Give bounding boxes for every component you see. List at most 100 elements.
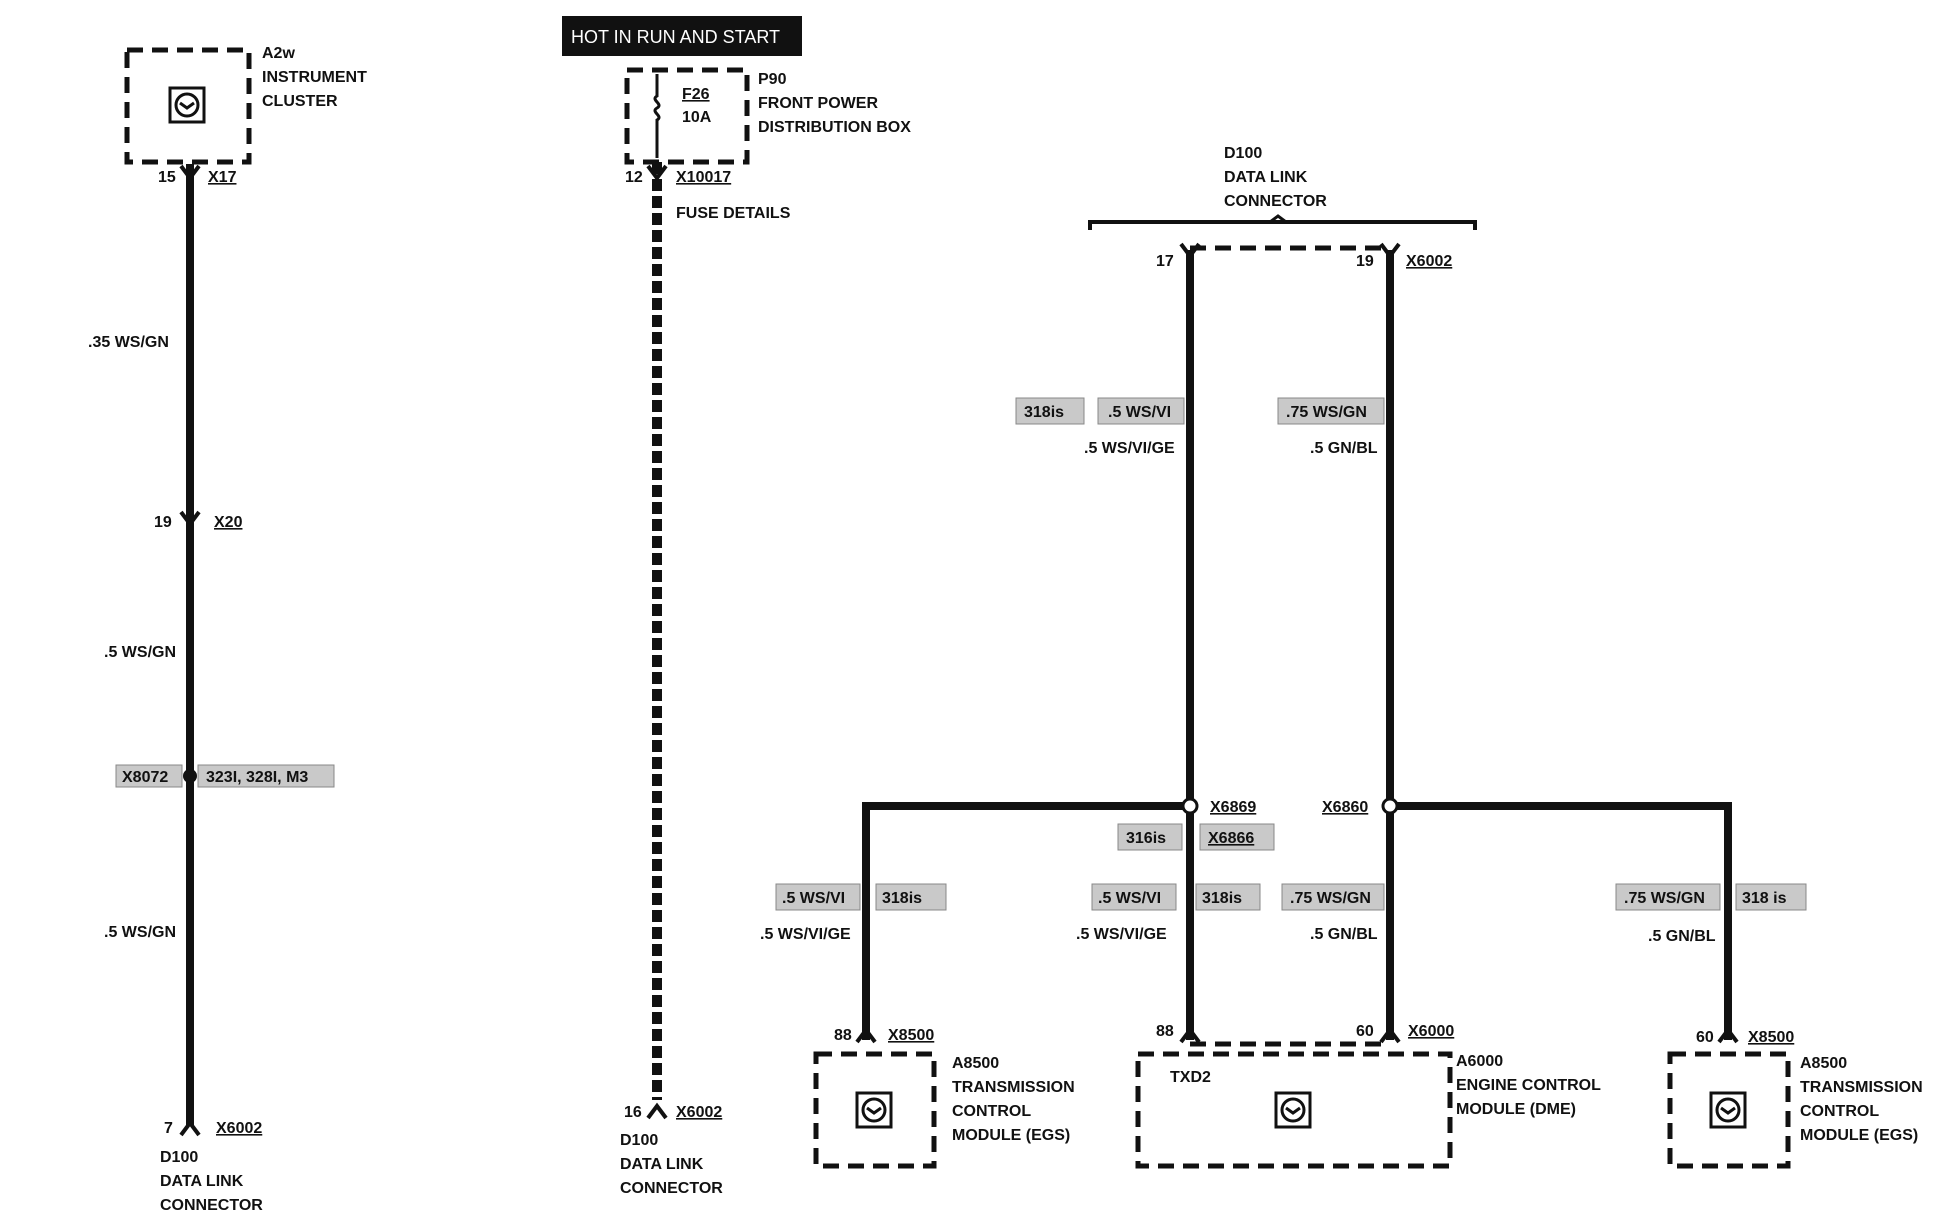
x6000-name: X6000 <box>1408 1023 1454 1040</box>
d17-variant: 318is <box>1024 404 1064 421</box>
a8500-left-line3: MODULE (EGS) <box>952 1127 1070 1144</box>
x6002-mid-name: X6002 <box>676 1104 722 1121</box>
pin-x6000-b-marker <box>1379 1026 1401 1044</box>
wire-label-left-2: .5 WS/GN <box>104 644 176 661</box>
tcm-right-component: A8500 TRANSMISSION CONTROL MODULE (EGS) <box>1667 1051 1923 1169</box>
ecm-pin-label: TXD2 <box>1170 1069 1211 1086</box>
x10017-name: X10017 <box>676 169 731 186</box>
hot-in-run-and-start-header: HOT IN RUN AND START <box>562 16 802 56</box>
d100-left-line2: CONNECTOR <box>160 1197 263 1214</box>
a8500-left-line1: TRANSMISSION <box>952 1079 1075 1096</box>
module-icon <box>168 86 206 124</box>
tcm-l-alt: .5 WS/VI <box>782 890 845 907</box>
tcm-r-main: .5 GN/BL <box>1648 928 1716 945</box>
a8500-right-line2: CONTROL <box>1800 1103 1879 1120</box>
d100-left-id: D100 <box>160 1149 198 1166</box>
ecm-component: TXD2 A6000 ENGINE CONTROL MODULE (DME) <box>1135 1041 1601 1169</box>
tcm-l-main: .5 WS/VI/GE <box>760 926 851 943</box>
d17-alt: .5 WS/VI <box>1108 404 1171 421</box>
x20-pin: 19 <box>154 514 172 531</box>
x17-name: X17 <box>208 169 237 186</box>
x6866-highlight <box>1199 823 1275 851</box>
d100-mid-line1: DATA LINK <box>620 1156 704 1173</box>
x6860-splice <box>1381 797 1399 815</box>
module-icon <box>1274 1091 1312 1129</box>
d100-top-bracket <box>1088 220 1477 230</box>
d17-main: .5 WS/VI/GE <box>1084 440 1175 457</box>
x8500-left-pin: 88 <box>834 1027 852 1044</box>
front-power-distribution-box: F26 10A P90 FRONT POWER DISTRIBUTION BOX <box>624 67 911 165</box>
module-icon <box>1709 1091 1747 1129</box>
x8500-right-name: X8500 <box>1748 1029 1794 1046</box>
d100-top-id: D100 <box>1224 145 1262 162</box>
module-icon <box>855 1091 893 1129</box>
x17-pin: 15 <box>158 169 176 186</box>
x10017-pin: 12 <box>625 169 643 186</box>
ecm-a-alt-highlight <box>1091 883 1177 911</box>
d100-left-line1: DATA LINK <box>160 1173 244 1190</box>
a6000-line2: MODULE (DME) <box>1456 1101 1576 1118</box>
x6002-left-pin: 7 <box>164 1120 173 1137</box>
tcm-r-alt-highlight <box>1615 883 1721 911</box>
p90-box <box>624 67 750 165</box>
pin-x6002-left-marker <box>179 1119 201 1137</box>
pin-x20-marker <box>179 510 201 528</box>
a6000-line1: ENGINE CONTROL <box>1456 1077 1601 1094</box>
a8500-left-id: A8500 <box>952 1055 999 1072</box>
d100-top-line1: DATA LINK <box>1224 169 1308 186</box>
a2w-name-line2: CLUSTER <box>262 93 338 110</box>
splice-variant: 316is <box>1126 830 1166 847</box>
d100-top-bracket-tip <box>1269 214 1287 224</box>
tcm-left-component: A8500 TRANSMISSION CONTROL MODULE (EGS) <box>813 1051 1075 1169</box>
d17-variant-highlight <box>1015 397 1085 425</box>
x6866-name: X6866 <box>1208 830 1254 847</box>
instrument-cluster-box <box>124 47 252 165</box>
pin-x17-marker <box>179 164 201 182</box>
a6000-id: A6000 <box>1456 1053 1503 1070</box>
a8500-right-line1: TRANSMISSION <box>1800 1079 1923 1096</box>
ecm-box <box>1135 1051 1453 1169</box>
hot-label: HOT IN RUN AND START <box>571 27 780 47</box>
a2w-id: A2w <box>262 45 295 62</box>
wire-label-left-3: .5 WS/GN <box>104 924 176 941</box>
d100-mid-line2: CONNECTOR <box>620 1180 723 1197</box>
pin-x8500-left-marker <box>855 1026 877 1044</box>
d19-alt-highlight <box>1277 397 1385 425</box>
x8072-models-highlight <box>197 764 335 788</box>
tcm-r-variant: 318 is <box>1742 890 1787 907</box>
x6002-top-pin-a: 17 <box>1156 253 1174 270</box>
d19-alt: .75 WS/GN <box>1286 404 1367 421</box>
fuse-details: FUSE DETAILS <box>676 205 791 222</box>
tcm-right-box <box>1667 1051 1791 1169</box>
x6002-top-pin-b: 19 <box>1356 253 1374 270</box>
p90-name-line1: FRONT POWER <box>758 95 878 112</box>
x6002-left-name: X6002 <box>216 1120 262 1137</box>
x6002-mid-pin: 16 <box>624 1104 642 1121</box>
tcm-l-alt-highlight <box>775 883 861 911</box>
p90-name-line2: DISTRIBUTION BOX <box>758 119 911 136</box>
x6000-pin-b: 60 <box>1356 1023 1374 1040</box>
x6869-name: X6869 <box>1210 799 1256 816</box>
ecm-a-main: .5 WS/VI/GE <box>1076 926 1167 943</box>
fuse-icon <box>653 74 661 158</box>
pin-x8500-right-marker <box>1717 1026 1739 1044</box>
ecm-b-alt: .75 WS/GN <box>1290 890 1371 907</box>
a8500-right-line3: MODULE (EGS) <box>1800 1127 1918 1144</box>
a2w-name-line1: INSTRUMENT <box>262 69 367 86</box>
x6860-name: X6860 <box>1322 799 1368 816</box>
tcm-l-variant: 318is <box>882 890 922 907</box>
x6000-pin-a: 88 <box>1156 1023 1174 1040</box>
d17-alt-highlight <box>1097 397 1185 425</box>
d100-mid-id: D100 <box>620 1132 658 1149</box>
x8072-name: X8072 <box>122 769 168 786</box>
pin-x6000-a-marker <box>1179 1026 1201 1044</box>
x8072-splice <box>183 769 197 783</box>
x8500-right-pin: 60 <box>1696 1029 1714 1046</box>
pin-x10017-marker <box>646 164 668 182</box>
x6869-splice <box>1181 797 1199 815</box>
wire-label-left-1: .35 WS/GN <box>88 334 169 351</box>
pin-x6002-mid-marker <box>646 1102 668 1120</box>
fuse-id: F26 <box>682 86 710 103</box>
x6002-top-name: X6002 <box>1406 253 1452 270</box>
